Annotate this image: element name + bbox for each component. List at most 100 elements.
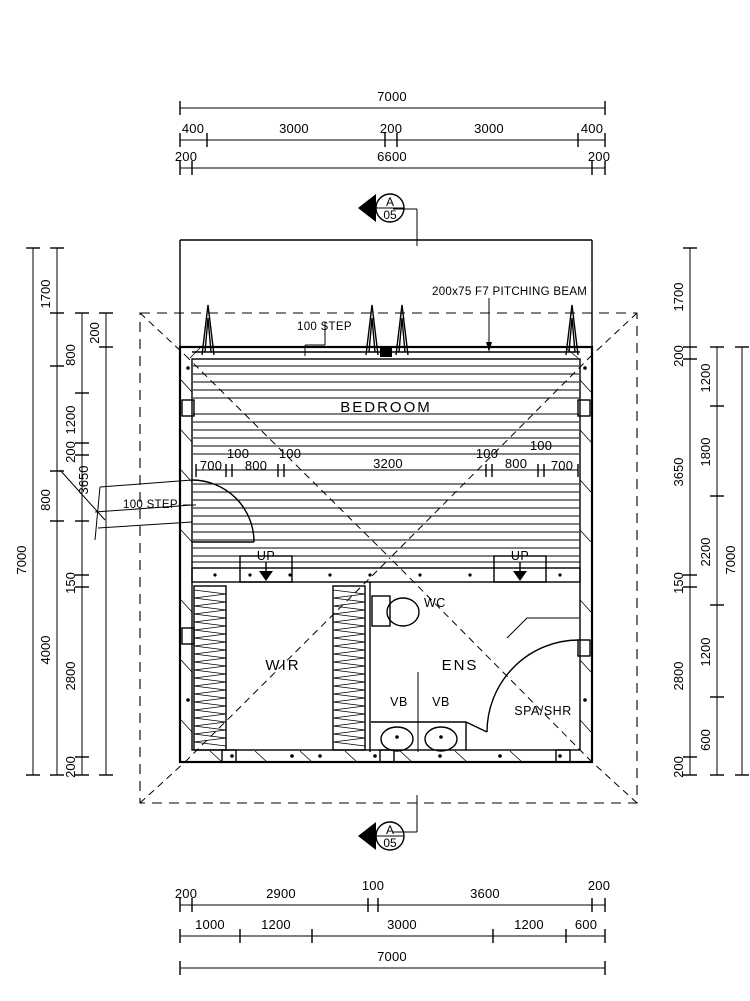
dim-left-inner-a-800: 800	[63, 344, 78, 366]
left-chain-middle: 1700 4000 800	[38, 247, 64, 776]
room-wir: WIR	[193, 585, 366, 751]
bottom-chain-inner: 200 2900 100 3600 200	[175, 878, 610, 912]
dim-bot-mid-1000: 1000	[195, 917, 225, 932]
section-marker-bottom[interactable]: A 05	[358, 795, 418, 851]
room-label-ens: ENS	[442, 657, 479, 674]
top-chain-middle: 400 3000 200 3000 400	[179, 121, 606, 147]
dim-bot-inner-3600: 3600	[470, 886, 500, 901]
dim-right-mid-1200: 1200	[698, 364, 713, 393]
dim-top-inner-200-left: 200	[175, 149, 197, 164]
dim-left-inner-a-1200: 1200	[63, 406, 78, 435]
label-spa-shr: SPA/SHR	[514, 704, 571, 718]
section-top-sheet: 05	[383, 208, 397, 222]
section-bottom-sheet: 05	[383, 836, 397, 850]
bedroom-internal-dim-chain: 700 100 800 100 3200 100 800 100 700	[195, 438, 579, 477]
bottom-wall-markers	[221, 749, 571, 763]
dim-top-inner-200-right: 200	[588, 149, 610, 164]
dim-left-inner-a-150: 150	[63, 572, 78, 594]
section-marker-top[interactable]: A 05	[358, 193, 418, 246]
dim-right-inner-150: 150	[671, 572, 686, 594]
right-chain-inner: 1700 200 3650 150 2800 200	[671, 247, 697, 778]
label-up-right: UP	[511, 549, 529, 563]
dim-top-inner-6600: 6600	[377, 149, 407, 164]
left-dimension-chains: 7000 1700 4000 800 800	[14, 247, 113, 778]
right-chain-outer: 7000	[723, 346, 749, 776]
side-wall-markers	[181, 366, 591, 702]
upper-outline	[179, 239, 593, 355]
dim-bed-800-left: 800	[245, 458, 267, 473]
dim-left-mid-1700: 1700	[38, 280, 53, 309]
dim-left-inner-b-200: 200	[87, 322, 102, 344]
dim-right-mid-1800: 1800	[698, 438, 713, 467]
dim-bed-800-right: 800	[505, 456, 527, 471]
dim-bot-mid-1200-b: 1200	[514, 917, 544, 932]
label-wc: WC	[424, 596, 446, 610]
room-label-wir: WIR	[265, 657, 300, 674]
partition-walls	[191, 561, 581, 583]
right-dimension-chains: 1700 200 3650 150 2800 200 1200 1800 220…	[671, 247, 749, 778]
label-up-left: UP	[257, 549, 275, 563]
pitching-beam-and-trusses: 200x75 F7 PITCHING BEAM 100 STEP	[192, 286, 587, 360]
label-vb-left: VB	[390, 695, 408, 709]
dim-right-inner-200: 200	[671, 345, 686, 367]
dim-bot-inner-200-right: 200	[588, 878, 610, 893]
dim-bot-mid-3000: 3000	[387, 917, 417, 932]
dim-top-outer-7000: 7000	[377, 89, 407, 104]
wall-hatching	[180, 347, 592, 763]
dim-left-outer-7000: 7000	[14, 546, 29, 575]
fixture-wc: WC	[371, 595, 446, 627]
stair-up-left: UP	[239, 549, 293, 583]
stair-up-right: UP	[493, 549, 547, 583]
left-chain-inner-a: 800 1200 200 150 2800 200	[63, 312, 89, 778]
dim-bot-mid-600: 600	[575, 917, 597, 932]
dim-top-mid-200: 200	[380, 121, 402, 136]
dim-bot-mid-1200: 1200	[261, 917, 291, 932]
dim-bot-inner-200-left: 200	[175, 886, 197, 901]
dim-bot-inner-100: 100	[362, 878, 384, 893]
dim-bed-100-b: 100	[279, 446, 301, 461]
dim-bed-3200: 3200	[373, 456, 403, 471]
dim-right-inner-200-bot: 200	[671, 756, 686, 778]
bottom-dimension-chains: 200 2900 100 3600 200 1000 1200 3000 120…	[175, 878, 610, 975]
dim-top-mid-400-left: 400	[182, 121, 204, 136]
label-pitching-beam: 200x75 F7 PITCHING BEAM	[432, 286, 587, 298]
dim-left-inner-a-200: 200	[63, 441, 78, 463]
dim-bed-100-c: 100	[476, 446, 498, 461]
dim-left-inner-a-2800: 2800	[63, 662, 78, 691]
dim-right-mid-2200: 2200	[698, 538, 713, 567]
dim-left-mid-4000: 4000	[38, 636, 53, 665]
dim-bot-outer-7000: 7000	[377, 949, 407, 964]
dim-top-mid-3000-right: 3000	[474, 121, 504, 136]
dim-top-mid-3000-left: 3000	[279, 121, 309, 136]
left-chain-outer: 7000	[14, 247, 40, 776]
bottom-chain-middle: 1000 1200 3000 1200 600	[179, 917, 606, 943]
dim-left-inner-a-800-b: 800	[38, 489, 53, 511]
dim-right-mid-1200-b: 1200	[698, 638, 713, 667]
dim-bed-700-left: 700	[200, 458, 222, 473]
fixture-spa-shower: SPA/SHR	[465, 617, 580, 733]
dim-right-outer-7000: 7000	[723, 546, 738, 575]
top-chain-inner: 200 6600 200	[175, 149, 610, 175]
room-ens: ENS WC VB VB SPA/SHR	[369, 582, 580, 752]
dim-top-mid-400-right: 400	[581, 121, 603, 136]
section-bottom-letter: A	[386, 823, 394, 837]
dim-bed-100-d: 100	[530, 438, 552, 453]
room-label-bedroom: BEDROOM	[340, 399, 432, 416]
dim-right-inner-2800: 2800	[671, 662, 686, 691]
right-chain-middle: 1200 1800 2200 1200 600	[698, 346, 724, 776]
left-chain-inner-b: 200 3650	[76, 312, 113, 776]
bottom-chain-outer: 7000	[179, 949, 606, 975]
dim-bed-700-right: 700	[551, 458, 573, 473]
top-dimension-chains: 7000 400 3000 200 3000 400 200 6600 20	[175, 89, 610, 175]
dim-bed-100-a: 100	[227, 446, 249, 461]
dim-left-inner-b-3650: 3650	[76, 466, 91, 495]
section-top-letter: A	[386, 195, 394, 209]
left-entry-door-and-step: 100 STEP	[59, 469, 255, 543]
top-chain-outer: 7000	[179, 89, 606, 115]
dim-left-inner-a-200-bot: 200	[63, 756, 78, 778]
vanity-bench: VB VB	[371, 672, 467, 752]
label-step-top: 100 STEP	[297, 321, 352, 333]
dim-right-inner-1700: 1700	[671, 283, 686, 312]
dim-bot-inner-2900: 2900	[266, 886, 296, 901]
